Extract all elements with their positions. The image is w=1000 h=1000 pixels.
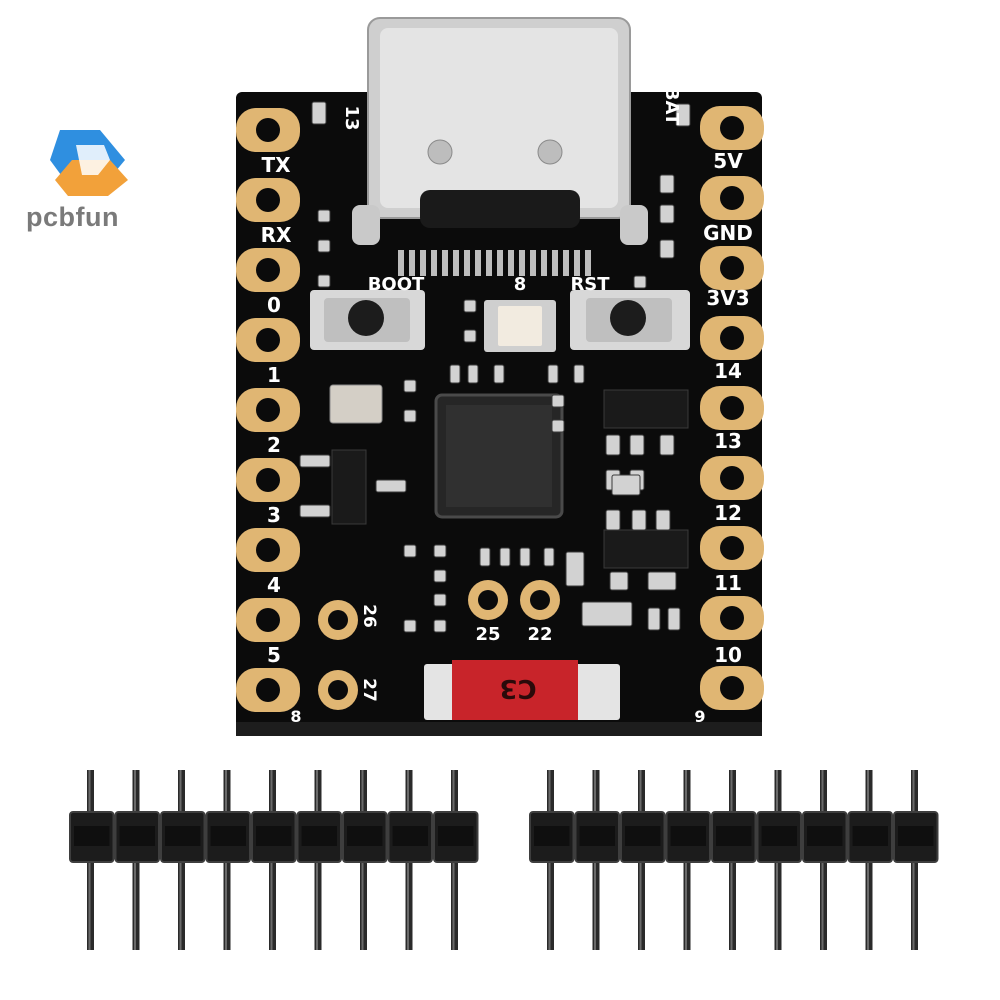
pin-label: 10 <box>714 643 742 667</box>
led <box>484 300 556 352</box>
pin-label: 14 <box>714 359 742 383</box>
left-pad <box>236 248 300 292</box>
inner-pad <box>318 600 358 640</box>
pin-label: GND <box>703 221 753 245</box>
main-chip <box>434 393 564 519</box>
right-pad <box>700 666 764 710</box>
inner-pin-pads <box>318 580 560 710</box>
pin-label: 11 <box>714 571 742 595</box>
left-pad <box>236 318 300 362</box>
pin-label: 27 <box>359 678 379 702</box>
right-pad <box>700 176 764 220</box>
left-pin-pads <box>236 108 300 712</box>
right-pad <box>700 386 764 430</box>
usb-pins <box>398 250 591 276</box>
pin-label: 22 <box>527 624 552 645</box>
crystal <box>329 384 383 424</box>
pin-header <box>529 770 939 950</box>
pin-label: 2 <box>267 433 281 457</box>
pin-headers <box>69 770 939 950</box>
right-pad <box>700 246 764 290</box>
right-pad <box>700 106 764 150</box>
pin-header <box>69 770 479 950</box>
pin-label: 26 <box>359 604 379 628</box>
pin-label: 3 <box>267 503 281 527</box>
pin-label: RST <box>570 274 610 295</box>
left-pad <box>236 598 300 642</box>
pin-label: 0 <box>267 293 281 317</box>
left-pad <box>236 458 300 502</box>
right-pad <box>700 526 764 570</box>
pcbfun-logo-icon <box>50 130 128 196</box>
pin-label: 9 <box>694 707 705 726</box>
boot-button <box>310 290 425 350</box>
right-pad <box>700 456 764 500</box>
pin-label: 8 <box>290 707 301 726</box>
regulator <box>331 449 367 525</box>
pin-label: 13 <box>714 429 742 453</box>
pin-label: 8 <box>514 274 527 295</box>
right-pin-pads <box>700 106 764 710</box>
pin-label: BOOT <box>368 274 425 295</box>
right-pad <box>700 596 764 640</box>
inner-pad <box>468 580 508 620</box>
inner-pad <box>520 580 560 620</box>
brand-name: pcbfun <box>26 202 119 232</box>
usb-c-connector <box>352 17 648 245</box>
pin-label: 4 <box>267 573 281 597</box>
antenna-chip: C3 <box>424 660 620 720</box>
pin-label: TX <box>261 153 291 177</box>
inner-pad <box>318 670 358 710</box>
pin-label: BAT <box>661 87 682 126</box>
pin-label: 5V <box>713 149 743 173</box>
rst-button <box>570 290 690 350</box>
pin-label: 12 <box>714 501 742 525</box>
pin-label: 1 <box>267 363 281 387</box>
left-pad <box>236 178 300 222</box>
pin-label: 25 <box>475 624 500 645</box>
pin-label: RX <box>261 223 292 247</box>
left-pad <box>236 388 300 432</box>
pin-label: 5 <box>267 643 281 667</box>
left-pad <box>236 108 300 152</box>
left-pad <box>236 668 300 712</box>
right-pad <box>700 316 764 360</box>
pin-label: 3V3 <box>706 286 749 310</box>
smd-components <box>299 101 691 633</box>
chip-label: C3 <box>499 673 536 703</box>
left-pad <box>236 528 300 572</box>
pin-label: 13 <box>341 105 362 130</box>
